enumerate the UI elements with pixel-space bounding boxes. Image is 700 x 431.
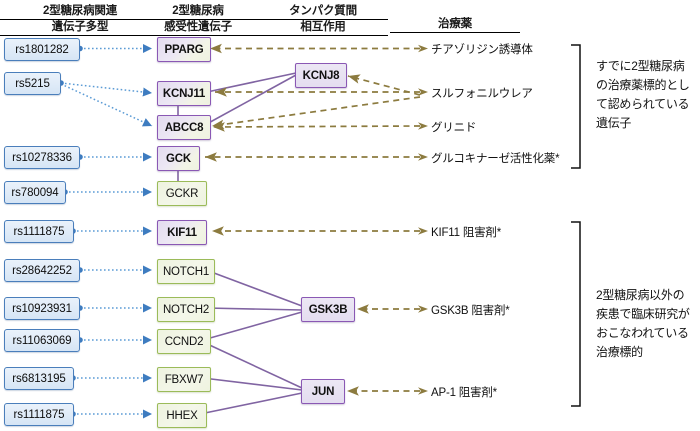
gene-column-header-line1: 2型糖尿病 bbox=[128, 4, 268, 20]
snp-label: rs780094 bbox=[11, 186, 59, 199]
ppi-column-header-line1: タンパク質間 bbox=[258, 4, 388, 20]
edge-CCND2-JUN bbox=[202, 341, 303, 389]
snp-box-rs1111875-lower[interactable]: rs1111875 bbox=[4, 403, 74, 426]
edge-NOTCH2-GSK3B bbox=[205, 307, 303, 311]
snp-box-rs6813195[interactable]: rs6813195 bbox=[4, 367, 74, 390]
gene-label: CCND2 bbox=[164, 335, 204, 348]
edge-NOTCH1-GSK3B bbox=[205, 269, 303, 307]
gene-box-PPARG[interactable]: PPARG bbox=[157, 37, 211, 62]
drug-text: グリニド bbox=[431, 122, 477, 134]
snp-label: rs10923931 bbox=[12, 302, 72, 315]
ppi-box-GSK3B[interactable]: GSK3B bbox=[301, 297, 355, 322]
drug-label-glinide: グリニド bbox=[431, 119, 476, 135]
edge-su-KCNJ8 bbox=[347, 74, 421, 96]
gene-label: KIF11 bbox=[167, 226, 197, 239]
edge-FBXW7-JUN bbox=[202, 377, 303, 391]
snp-box-rs1801282[interactable]: rs1801282 bbox=[4, 38, 80, 61]
gene-label: FBXW7 bbox=[164, 373, 204, 386]
gene-label: KCNJ11 bbox=[162, 87, 206, 100]
snp-box-rs10923931[interactable]: rs10923931 bbox=[4, 297, 80, 320]
ppi-box-JUN[interactable]: JUN bbox=[301, 379, 345, 404]
snp-label: rs11063069 bbox=[12, 334, 72, 347]
gene-box-NOTCH1[interactable]: NOTCH1 bbox=[157, 259, 215, 284]
annotation-text: 2型糖尿病以外の疾患で臨床研究がおこなわれている治療標的 bbox=[596, 288, 690, 359]
drug-label-ap1-inhibitor: AP-1 阻害剤* bbox=[431, 384, 497, 400]
drug-label-gsk3b-inhibitor: GSK3B 阻害剤* bbox=[431, 302, 510, 318]
snp-box-rs1111875-upper[interactable]: rs1111875 bbox=[4, 220, 74, 243]
edge-rs5215-KCNJ11 bbox=[60, 82, 153, 97]
gene-box-CCND2[interactable]: CCND2 bbox=[157, 329, 211, 354]
snp-box-rs10278336[interactable]: rs10278336 bbox=[4, 146, 80, 169]
gene-box-KCNJ11[interactable]: KCNJ11 bbox=[157, 81, 211, 106]
drug-text: GSK3B 阻害剤* bbox=[431, 305, 510, 317]
drug-column-header-line1: 治療薬 bbox=[390, 17, 520, 33]
edge-KCNJ11-KCNJ8 bbox=[206, 72, 297, 93]
drug-text: チアゾリジン誘導体 bbox=[431, 44, 533, 56]
snp-label: rs6813195 bbox=[12, 372, 66, 385]
snp-label: rs5215 bbox=[15, 77, 50, 90]
drug-text: スルフォニルウレア bbox=[431, 88, 533, 100]
gene-box-KIF11[interactable]: KIF11 bbox=[157, 220, 207, 245]
gene-label: NOTCH2 bbox=[162, 303, 210, 316]
drug-text: グルコキナーゼ活性化薬* bbox=[431, 153, 560, 165]
gene-box-GCKR[interactable]: GCKR bbox=[157, 181, 207, 206]
ppi-column-header-line2: 相互作用 bbox=[258, 20, 388, 36]
gene-column-header-line2: 感受性遺伝子 bbox=[128, 20, 268, 36]
snp-box-rs780094[interactable]: rs780094 bbox=[4, 181, 66, 204]
gene-label: HHEX bbox=[166, 409, 198, 422]
annotation-text: すでに2型糖尿病の治療薬標的として認められている遺伝子 bbox=[596, 59, 690, 130]
gene-box-HHEX[interactable]: HHEX bbox=[157, 403, 207, 428]
gene-label: ABCC8 bbox=[164, 121, 204, 134]
drug-text: AP-1 阻害剤* bbox=[431, 387, 497, 399]
gene-label: NOTCH1 bbox=[162, 265, 210, 278]
bracket-approved-targets bbox=[571, 44, 581, 169]
snp-label: rs1801282 bbox=[15, 43, 69, 56]
drug-arrowheads-right bbox=[418, 44, 428, 395]
snp-box-rs28642252[interactable]: rs28642252 bbox=[4, 259, 80, 282]
snp-label: rs1111875 bbox=[13, 225, 65, 238]
edge-ABCC8-KCNJ8 bbox=[202, 74, 297, 127]
ppi-label: GSK3B bbox=[308, 303, 348, 316]
edge-rs5215-ABCC8 bbox=[60, 83, 153, 127]
edge-su-ABCC8 bbox=[211, 96, 421, 130]
drug-label-glucokinase-activator: グルコキナーゼ活性化薬* bbox=[431, 150, 560, 166]
gene-column-header: 2型糖尿病 感受性遺伝子 bbox=[128, 4, 268, 36]
gene-label: PPARG bbox=[164, 43, 204, 56]
snp-column-header-line2: 遺伝子多型 bbox=[0, 20, 160, 36]
drug-label-thiazolidinedione: チアゾリジン誘導体 bbox=[431, 41, 533, 57]
snp-box-rs5215[interactable]: rs5215 bbox=[4, 72, 61, 95]
ppi-label: KCNJ8 bbox=[302, 69, 340, 82]
snp-column-header: 2型糖尿病関連 遺伝子多型 bbox=[0, 4, 160, 36]
gene-label: GCK bbox=[166, 152, 191, 165]
edge-CCND2-GSK3B bbox=[202, 311, 303, 341]
gene-label: GCKR bbox=[165, 187, 199, 200]
ppi-label: JUN bbox=[311, 385, 335, 398]
ppi-box-KCNJ8[interactable]: KCNJ8 bbox=[295, 63, 347, 88]
gene-box-FBXW7[interactable]: FBXW7 bbox=[157, 367, 211, 392]
drug-label-sulfonylurea: スルフォニルウレア bbox=[431, 85, 533, 101]
edge-HHEX-JUN bbox=[199, 392, 303, 415]
edge-glinide-ABCC8 bbox=[212, 122, 421, 132]
snp-label: rs10278336 bbox=[12, 151, 72, 164]
drug-text: KIF11 阻害剤* bbox=[431, 227, 501, 239]
snp-label: rs1111875 bbox=[13, 408, 65, 421]
snp-column-header-line1: 2型糖尿病関連 bbox=[0, 4, 160, 20]
annotation-investigational-targets: 2型糖尿病以外の疾患で臨床研究がおこなわれている治療標的 bbox=[596, 286, 692, 362]
ppi-column-header: タンパク質間 相互作用 bbox=[258, 4, 388, 36]
drug-label-kif11-inhibitor: KIF11 阻害剤* bbox=[431, 224, 501, 240]
bracket-investigational-targets bbox=[571, 221, 581, 407]
drug-column-header: 治療薬 bbox=[390, 17, 520, 33]
gene-box-NOTCH2[interactable]: NOTCH2 bbox=[157, 297, 215, 322]
snp-label: rs28642252 bbox=[12, 264, 72, 277]
gene-box-GCK[interactable]: GCK bbox=[157, 146, 200, 171]
snp-box-rs11063069[interactable]: rs11063069 bbox=[4, 329, 80, 352]
annotation-approved-targets: すでに2型糖尿病の治療薬標的として認められている遺伝子 bbox=[596, 57, 692, 133]
gene-box-ABCC8[interactable]: ABCC8 bbox=[157, 115, 211, 140]
